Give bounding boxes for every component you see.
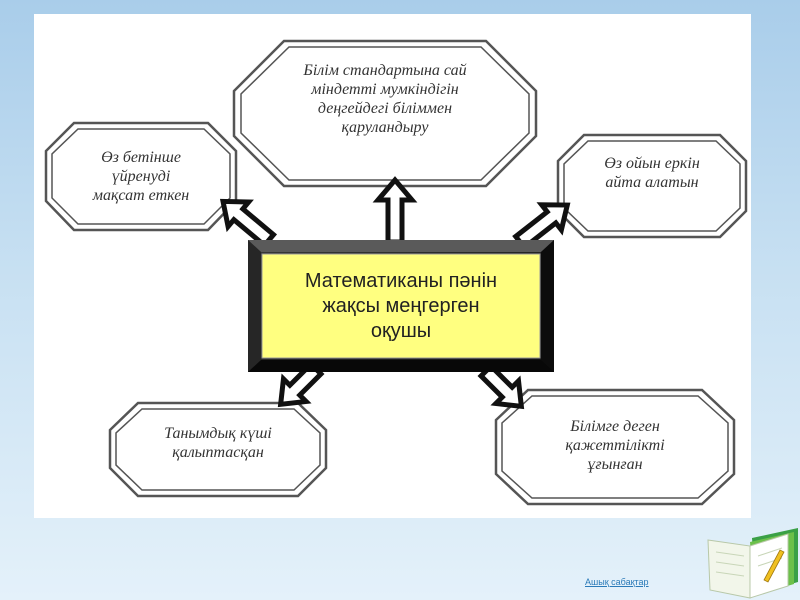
footer-link[interactable]: Ашық сабақтар — [585, 577, 649, 587]
node-lower-right-text: Білімге деген қажеттілікті ұғынған — [565, 417, 665, 473]
slide-canvas: Білім стандартына сай міндетті мумкіндіг… — [34, 14, 751, 518]
node-lower-left-text: Танымдық күші қалыптасқан — [164, 425, 272, 461]
arrow-upper-left — [219, 198, 278, 249]
node-top-text: Білім стандартына сай міндетті мумкіндіг… — [303, 62, 467, 136]
center-title: Математиканы пәнін жақсы меңгерген оқушы — [304, 269, 498, 342]
node-lower-left-shape — [108, 401, 328, 498]
center-box — [248, 240, 554, 372]
book-icon — [707, 528, 798, 599]
node-upper-right-shape — [556, 133, 748, 239]
arrow-up — [372, 176, 418, 245]
node-upper-right-text: Өз ойын еркін айта алатын — [604, 155, 700, 191]
node-upper-left-text: Өз бетінше үйренуді мақсат еткен — [92, 148, 190, 204]
diagram-graphic — [44, 39, 748, 506]
node-upper-left-shape — [44, 121, 238, 232]
arrow-lower-right — [477, 362, 525, 410]
node-lower-right-shape — [494, 388, 736, 506]
node-top-shape — [232, 39, 538, 188]
